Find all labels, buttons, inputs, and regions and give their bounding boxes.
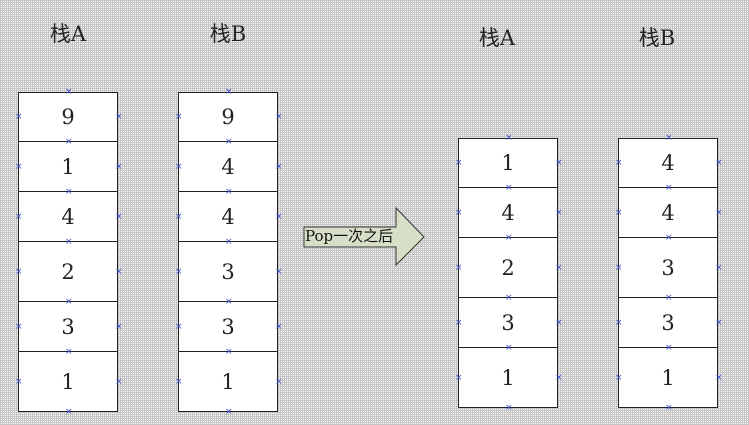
after-stack-a: 1×××4×××2×××3×××1×××× [455,134,563,413]
before-stack-b: 9×××4×××4×××3×××3×××1×××× [175,88,283,417]
after-stack-b-cell: 4 [618,138,718,188]
before-stack-a-cell: 4 [18,191,118,242]
after-stack-a-cell: 4 [458,187,558,238]
before-stack-b-title: 栈B [209,22,247,46]
before-stack-a-cell: 9 [18,92,118,142]
before-stack-a-cell: 3 [18,301,118,352]
operation-label: Pop一次之后 [305,227,394,245]
after-stack-a-cell: 3 [458,297,558,348]
before-stack-b-cell: 9 [178,92,278,142]
before-stack-b-cell: 4 [178,141,278,192]
before-stack-a-title: 栈A [49,22,87,46]
before-stack-a-cell: 1 [18,351,118,412]
after-stack-a-cell: 1 [458,138,558,188]
before-stack-a-cell: 1 [18,141,118,192]
before-stack-b-cell: 4 [178,191,278,242]
before-stack-b-cell: 3 [178,301,278,352]
before-stack-b-cell: 1 [178,351,278,412]
pop-arrow-icon [303,206,425,267]
after-stack-a-cell: 2 [458,237,558,298]
before-stack-b-cell: 3 [178,241,278,302]
after-stack-b-cell: 3 [618,237,718,298]
after-stack-b-cell: 4 [618,187,718,238]
after-stack-b-cell: 1 [618,347,718,408]
after-stack-b-cell: 3 [618,297,718,348]
before-stack-a-cell: 2 [18,241,118,302]
after-stack-a-cell: 1 [458,347,558,408]
after-stack-a-title: 栈A [478,26,516,50]
after-stack-b-title: 栈B [638,26,676,50]
before-stack-a: 9×××1×××4×××2×××3×××1×××× [15,88,123,417]
after-stack-b: 4×××4×××3×××3×××1×××× [615,134,723,413]
